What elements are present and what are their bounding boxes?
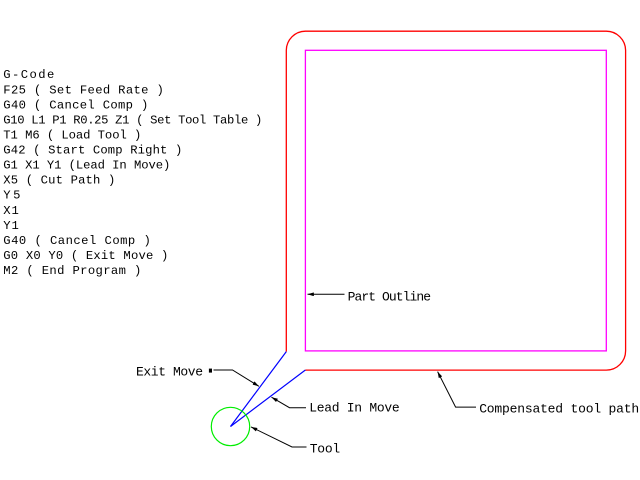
svg-text:G40 ( Cancel Comp ): G40 ( Cancel Comp ): [3, 98, 148, 112]
svg-text:T1 M6 ( Load Tool ): T1 M6 ( Load Tool ): [3, 129, 141, 143]
svg-text:X1: X1: [3, 204, 18, 218]
svg-text:G10 L1 P1 R0.25 Z1 ( Set Tool: G10 L1 P1 R0.25 Z1 ( Set Tool Table ): [3, 113, 262, 127]
svg-text:Tool: Tool: [310, 441, 341, 456]
svg-text:X5 ( Cut Path ): X5 ( Cut Path ): [3, 174, 115, 188]
svg-text:G-Code: G-Code: [3, 68, 54, 82]
svg-text:Part Outline: Part Outline: [348, 289, 432, 304]
svg-text:G1 X1 Y1 (Lead In Move): G1 X1 Y1 (Lead In Move): [3, 159, 170, 173]
svg-text:G40 ( Cancel Comp ): G40 ( Cancel Comp ): [3, 234, 151, 248]
svg-text:Lead In Move: Lead In Move: [309, 400, 400, 415]
svg-text:G42 ( Start Comp Right ): G42 ( Start Comp Right ): [3, 144, 182, 158]
svg-text:G0 X0 Y0 ( Exit Move ): G0 X0 Y0 ( Exit Move ): [3, 249, 168, 263]
svg-text:Y1: Y1: [3, 219, 18, 233]
svg-text:F25 ( Set Feed Rate ): F25 ( Set Feed Rate ): [3, 83, 164, 97]
svg-text:Compensated tool path: Compensated tool path: [479, 401, 639, 416]
svg-text:M2 ( End Program ): M2 ( End Program ): [3, 264, 141, 278]
svg-text:Exit Move: Exit Move: [136, 365, 203, 380]
